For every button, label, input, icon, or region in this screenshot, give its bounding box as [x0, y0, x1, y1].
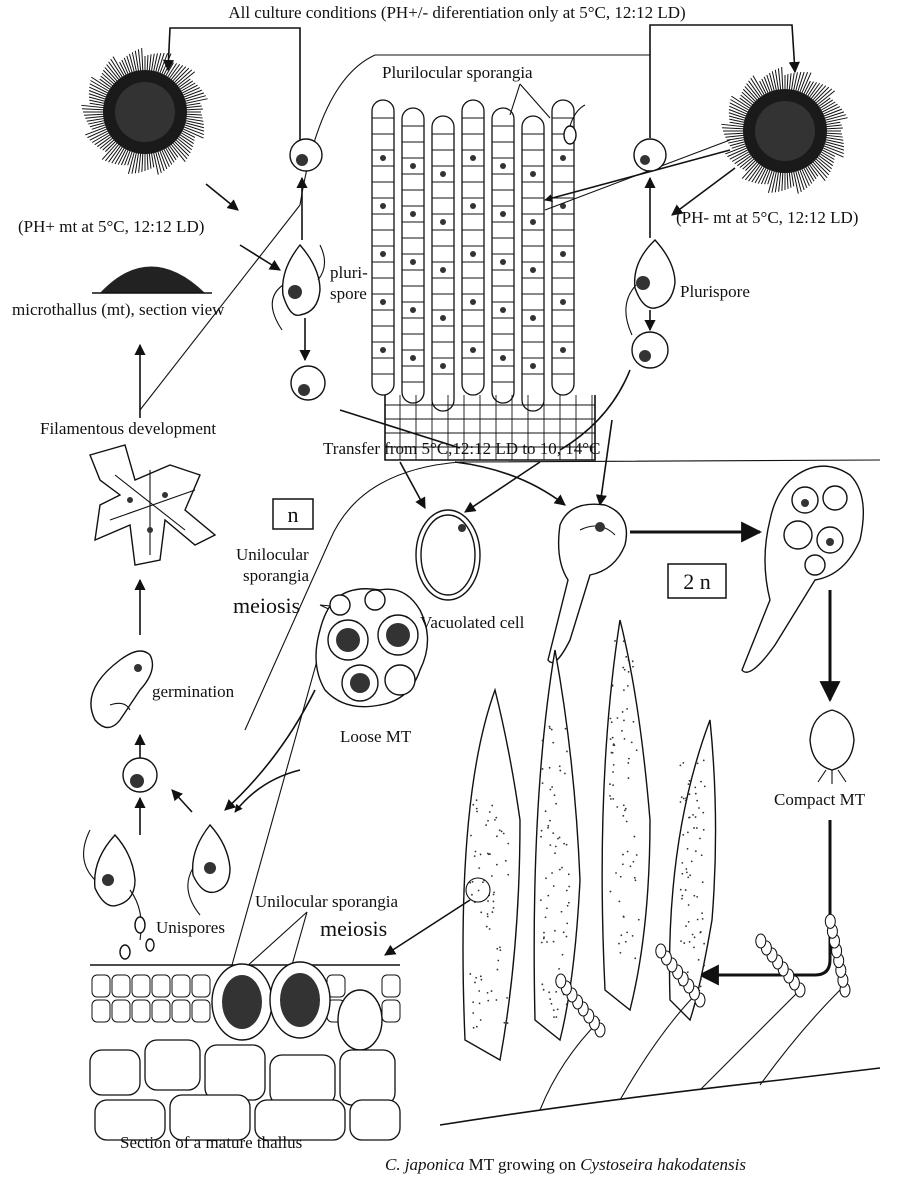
pluri-label-line1: pluri-: [330, 263, 368, 282]
plurilocular-sporangia-label: Plurilocular sporangia: [382, 63, 533, 82]
host-caption-species2: Cystoseira hakodatensis: [580, 1155, 746, 1174]
host-caption: C. japonica MT growing on Cystoseira hak…: [385, 1155, 746, 1174]
unispore-icon: [84, 830, 142, 940]
diploid-cell-cluster-icon: [742, 466, 863, 672]
diploid-label: 2 n: [683, 569, 711, 594]
spore-icon: [632, 332, 668, 368]
vacuolated-cell-icon: [416, 510, 480, 600]
unilocular-top-line1: Unilocular: [236, 545, 309, 564]
spore-icon: [291, 366, 325, 400]
host-caption-mid: MT growing on: [464, 1155, 580, 1174]
plurispore-left-icon: [272, 245, 324, 330]
ph-minus-label: (PH- mt at 5°C, 12:12 LD): [676, 208, 858, 227]
loose-mt-icon: [316, 589, 428, 707]
transfer-label: Transfer from 5°C,12:12 LD to 10, 14°C: [323, 439, 600, 458]
haploid-label: n: [288, 502, 299, 527]
germination-label: germination: [152, 682, 235, 701]
unispore-icon: [188, 825, 230, 915]
filamentous-development-icon: [90, 445, 215, 565]
mature-thallus-section-icon: [90, 917, 400, 1140]
plurilocular-sporangia-icon: [300, 55, 650, 460]
unilocular-top-line2: sporangia: [243, 566, 310, 585]
compact-mt-icon: [810, 710, 854, 784]
plurispore-label: Plurispore: [680, 282, 750, 301]
microthallus-ph-plus-icon: [81, 48, 207, 175]
spore-icon: [634, 139, 666, 171]
germinating-cell-icon: [548, 504, 626, 662]
meiosis-bottom-label: meiosis: [320, 916, 387, 941]
microthallus-ph-minus-icon: [721, 67, 847, 194]
section-mature-thallus-label: Section of a mature thallus: [120, 1133, 302, 1152]
ph-plus-label: (PH+ mt at 5°C, 12:12 LD): [18, 217, 204, 236]
meiosis-top-label: meiosis: [233, 593, 300, 618]
unilocular-bottom-label: Unilocular sporangia: [255, 892, 398, 911]
filamentous-development-label: Filamentous development: [40, 419, 216, 438]
pluri-label-line2: spore: [330, 284, 367, 303]
loose-mt-label: Loose MT: [340, 727, 412, 746]
vacuolated-cell-label: Vacuolated cell: [420, 613, 525, 632]
compact-mt-label: Compact MT: [774, 790, 866, 809]
microthallus-section-icon: [92, 267, 212, 294]
unispores-label: Unispores: [156, 918, 225, 937]
top-caption: All culture conditions (PH+/- diferentia…: [228, 3, 685, 22]
cystoseira-host-icon: [440, 620, 880, 1125]
germination-icon: [91, 651, 153, 728]
spore-icon: [290, 139, 322, 171]
microthallus-label: microthallus (mt), section view: [12, 300, 225, 319]
host-caption-species1: C. japonica: [385, 1155, 464, 1174]
spore-icon: [123, 758, 157, 792]
